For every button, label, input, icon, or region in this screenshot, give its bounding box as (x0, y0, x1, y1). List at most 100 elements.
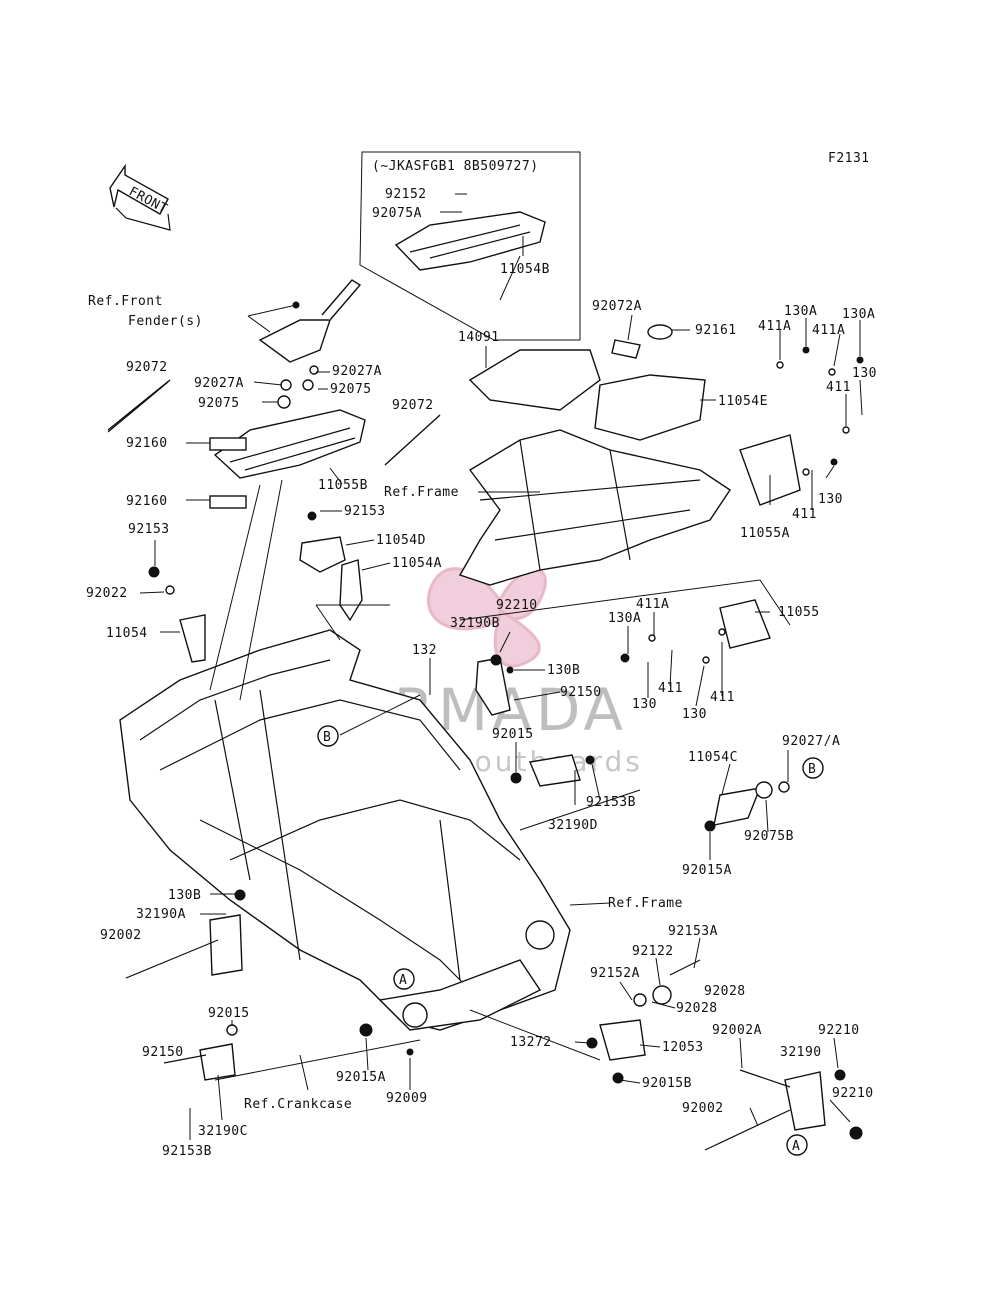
part-label: 130B (168, 888, 201, 903)
part-label: 92152 (385, 187, 427, 202)
part-label: 92150 (560, 685, 602, 700)
part-label: 411A (636, 597, 669, 612)
part-label: 130 (682, 707, 707, 722)
marker-a-frame-label: A (399, 973, 407, 988)
part-label: 92210 (496, 598, 538, 613)
part-label: 11055A (740, 526, 790, 541)
part-label: 92002 (100, 928, 142, 943)
part-label: 11054C (688, 750, 738, 765)
part-label: 92075 (330, 382, 372, 397)
variant-box-label: (~JKASFGB1 8B509727) (372, 159, 539, 174)
part-label: 130 (818, 492, 843, 507)
part-label: 411A (812, 323, 845, 338)
marker-b-right (802, 757, 824, 779)
part-label: 92122 (632, 944, 674, 959)
part-label: 11054A (392, 556, 442, 571)
part-label: 92027A (332, 364, 382, 379)
part-label: 92015A (682, 863, 732, 878)
part-label: 92072A (592, 299, 642, 314)
part-label: 130A (784, 304, 817, 319)
part-label: 411 (792, 507, 817, 522)
part-number-labels: 92152 92075A 11054B 92072A 92161 14091 1… (86, 187, 877, 1159)
part-label: 92015B (642, 1076, 692, 1091)
circle-markers: B B A A (317, 725, 824, 1156)
part-label: 92022 (86, 586, 128, 601)
part-label: 92072 (392, 398, 434, 413)
part-label: 92160 (126, 436, 168, 451)
part-label: 12053 (662, 1040, 704, 1055)
ref-front-label: Ref.Front (88, 294, 163, 309)
part-label: 92075A (372, 206, 422, 221)
part-label: 130A (842, 307, 875, 322)
battery-case-illustration (468, 324, 706, 441)
part-label: 92009 (386, 1091, 428, 1106)
part-label: 92002 (682, 1101, 724, 1116)
marker-b-right-label: B (808, 762, 816, 777)
part-label: 411 (826, 380, 851, 395)
part-label: 11055B (318, 478, 368, 493)
part-label: 11054E (718, 394, 768, 409)
watermark-logo-icon (427, 543, 547, 668)
part-label: 11054 (106, 626, 148, 641)
marker-a-bracket-label: A (792, 1139, 800, 1154)
part-label: 11054D (376, 533, 426, 548)
part-label: 130B (547, 663, 580, 678)
part-label: 92153 (128, 522, 170, 537)
part-label: 92152A (590, 966, 640, 981)
part-label: 92075B (744, 829, 794, 844)
figure-code: F2131 (828, 151, 870, 166)
part-label: 132 (412, 643, 437, 658)
part-label: 92028 (676, 1001, 718, 1016)
leader-lines (139, 193, 863, 1140)
part-label: 92015 (492, 727, 534, 742)
part-label: 32190B (450, 616, 500, 631)
left-tray-illustration (107, 279, 441, 509)
ref-frame-upper-label: Ref.Frame (384, 485, 459, 500)
part-label: 92150 (142, 1045, 184, 1060)
part-label: 92153 (344, 504, 386, 519)
part-label: 411 (658, 681, 683, 696)
part-label: 13272 (510, 1035, 552, 1050)
front-arrow-icon: FRONT (109, 163, 171, 231)
part-label: 92160 (126, 494, 168, 509)
part-label: 92161 (695, 323, 737, 338)
fasteners-illustration (107, 301, 864, 1151)
part-label: 92153A (668, 924, 718, 939)
ref-frame-lower-label: Ref.Frame (608, 896, 683, 911)
part-label: 92027/A (782, 734, 840, 749)
part-label: 92075 (198, 396, 240, 411)
part-label: 11054B (500, 262, 550, 277)
marker-b-left (317, 725, 339, 747)
part-label: 92072 (126, 360, 168, 375)
part-label: 11055 (778, 605, 820, 620)
part-label: 92027A (194, 376, 244, 391)
part-label: 32190D (548, 818, 598, 833)
part-label: 92210 (832, 1086, 874, 1101)
part-label: 32190A (136, 907, 186, 922)
part-label: 411A (758, 319, 791, 334)
variant-inset-box: (~JKASFGB1 8B509727) (359, 151, 581, 341)
part-label: 411 (710, 690, 735, 705)
marker-a-bracket (786, 1134, 808, 1156)
part-label: 92015A (336, 1070, 386, 1085)
main-frame-illustration (119, 629, 571, 1031)
part-label: 32190 (780, 1045, 822, 1060)
rear-subframe-illustration (458, 429, 731, 586)
part-label: 130 (852, 366, 877, 381)
part-label: 32190C (198, 1124, 248, 1139)
part-label: 92210 (818, 1023, 860, 1038)
part-label: 92028 (704, 984, 746, 999)
part-label: 92153B (162, 1144, 212, 1159)
ref-fender-label: Fender(s) (128, 314, 203, 329)
part-label: 14091 (458, 330, 500, 345)
part-label: 130 (632, 697, 657, 712)
marker-b-left-label: B (323, 730, 331, 745)
part-label: 92002A (712, 1023, 762, 1038)
ref-crankcase-label: Ref.Crankcase (244, 1097, 352, 1112)
marker-a-frame (393, 968, 415, 990)
part-label: 92015 (208, 1006, 250, 1021)
part-label: 92153B (586, 795, 636, 810)
part-label: 130A (608, 611, 641, 626)
